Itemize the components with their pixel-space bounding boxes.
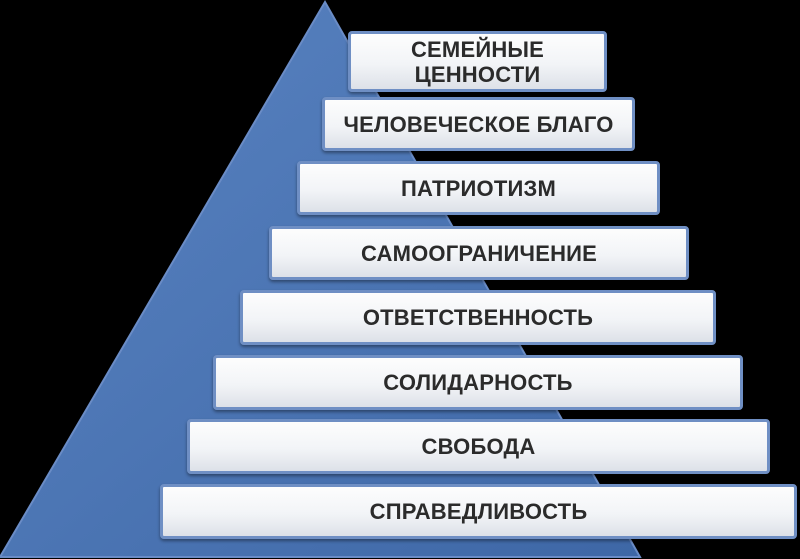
pyramid-level-freedom: СВОБОДА <box>187 419 770 474</box>
level-label: СЕМЕЙНЫЕ ЦЕННОСТИ <box>410 36 545 87</box>
pyramid-level-human-good: ЧЕЛОВЕЧЕСКОЕ БЛАГО <box>322 97 635 151</box>
pyramid-level-self-restraint: САМООГРАНИЧЕНИЕ <box>269 226 689 280</box>
level-label: ПАТРИОТИЗМ <box>400 175 556 201</box>
pyramid-level-patriotism: ПАТРИОТИЗМ <box>297 161 660 215</box>
level-label: СПРАВЕДЛИВОСТЬ <box>369 499 588 524</box>
level-label: ЧЕЛОВЕЧЕСКОЕ БЛАГО <box>343 111 614 137</box>
level-label: САМООГРАНИЧЕНИЕ <box>360 240 598 266</box>
level-label: ОТВЕТСТВЕННОСТЬ <box>362 305 594 330</box>
pyramid-level-solidarity: СОЛИДАРНОСТЬ <box>213 355 743 410</box>
level-label: СВОБОДА <box>421 434 536 459</box>
pyramid-level-family-values: СЕМЕЙНЫЕ ЦЕННОСТИ <box>348 31 607 92</box>
pyramid-level-justice: СПРАВЕДЛИВОСТЬ <box>160 484 797 539</box>
pyramid-level-responsibility: ОТВЕТСТВЕННОСТЬ <box>240 290 716 345</box>
level-label: СОЛИДАРНОСТЬ <box>383 370 573 395</box>
